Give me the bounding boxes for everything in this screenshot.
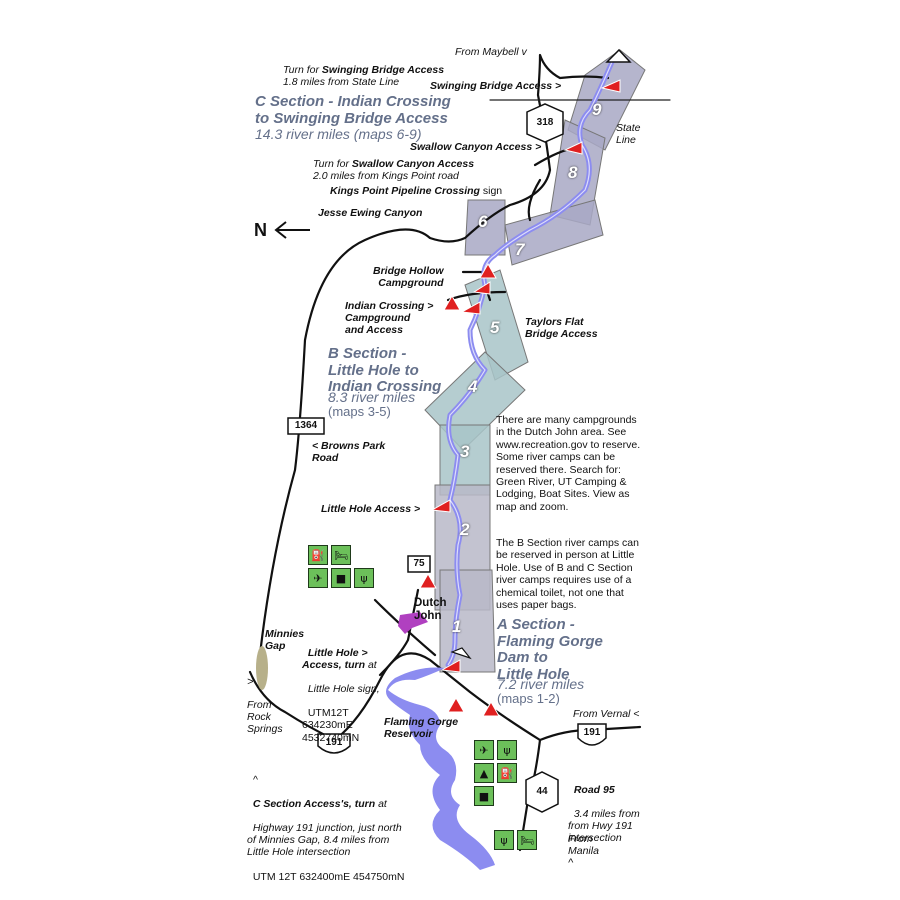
turn-swallow-label: Turn for Swallow Canyon Access 2.0 miles… [313, 158, 475, 183]
fishing-icon: ✈ [308, 568, 328, 588]
shield-44-label: 44 [536, 786, 548, 797]
rock-springs-caret: > [247, 676, 254, 688]
section-b-title: B Section - Little Hole to Indian Crossi… [328, 345, 442, 395]
indian-crossing-label: Indian Crossing > Campground and Access [345, 300, 434, 337]
shield-318-label: 318 [536, 117, 554, 128]
dutch-john-facilities: ⛽ 🛏 ✈ ■ ψ [308, 545, 374, 588]
shield-44 [525, 771, 559, 813]
highway-191 [248, 652, 642, 742]
north-label: N [254, 220, 267, 240]
marker-indian-crossing-b [460, 301, 481, 315]
minnies-gap-label: Minnies Gap [265, 628, 305, 653]
section-c-boxes [464, 49, 646, 266]
turn-swinging-label: Turn for Swinging Bridge Access 1.8 mile… [283, 64, 445, 89]
dutch-john-label: Dutch John [414, 597, 447, 623]
section-a-maps: (maps 1-2) [497, 691, 560, 706]
from-maybell-label: From Maybell v [455, 46, 527, 58]
section-a-title: A Section - Flaming Gorge Dam to Little … [497, 616, 603, 683]
c-access-label: ^ C Section Access's, turn at Highway 19… [247, 774, 405, 883]
section-c-miles: 14.3 river miles (maps 6-9) [255, 126, 422, 142]
food-icon: ψ [497, 740, 517, 760]
map-number-9: 9 [592, 100, 602, 119]
route-shields [287, 103, 607, 813]
section-a-boxes [434, 484, 496, 673]
map-number-8: 8 [568, 163, 578, 182]
reservoir-facilities: ✈ ψ ▲ ⛽ ■ [474, 740, 517, 806]
access-markers [419, 79, 621, 717]
shield-1364 [287, 417, 325, 435]
kings-point-road [527, 178, 542, 222]
rv-icon: ■ [331, 568, 351, 588]
marker-reservoir-a [447, 696, 465, 713]
lodging-icon: 🛏 [331, 545, 351, 565]
shield-191-north-label: 191 [325, 737, 343, 748]
dam-icon [450, 647, 472, 660]
browns-park-road [256, 53, 610, 674]
marker-indian-crossing-a [443, 294, 461, 311]
state-line-label: State Line [616, 122, 641, 147]
marker-bridge-hollow [479, 262, 497, 279]
little-hole-turn-label: Little Hole > Access, turn at Little Hol… [302, 647, 380, 744]
section-b-miles: 8.3 river miles [328, 389, 416, 405]
map-number-2: 2 [460, 520, 470, 539]
little-hole-access-label: Little Hole Access > [321, 503, 421, 515]
food-icon: ψ [354, 568, 374, 588]
rv-icon: ■ [474, 786, 494, 806]
from-vernal-label: From Vernal < [573, 708, 640, 720]
start-icon [605, 48, 632, 63]
manila-facilities: ψ 🛏 [494, 830, 537, 850]
info-paragraph-1: There are many campgrounds in the Dutch … [496, 414, 641, 513]
swallow-canyon-access-label: Swallow Canyon Access > [410, 141, 542, 153]
camping-icon: ▲ [474, 763, 494, 783]
map-number-7: 7 [515, 240, 525, 259]
food-icon: ψ [494, 830, 514, 850]
flaming-gorge-label: Flaming Gorge Reservoir [384, 716, 459, 741]
map-number-5: 5 [490, 318, 500, 337]
manila-caret: ^ [568, 857, 574, 869]
taylors-flat-label: Taylors Flat Bridge Access [525, 316, 598, 341]
jesse-ewing-label: Jesse Ewing Canyon [318, 207, 423, 219]
map-number-1: 1 [452, 617, 462, 636]
bridge-hollow-label: Bridge Hollow Campground [373, 265, 444, 290]
info-paragraph-2: The B Section river camps can be reserve… [496, 537, 639, 611]
browns-park-label: < Browns Park Road [312, 440, 386, 465]
green-river-inner [447, 61, 613, 666]
marker-reservoir-b [482, 700, 500, 717]
road-75 [378, 588, 420, 677]
shield-1364-label: 1364 [294, 420, 318, 431]
marker-swinging-bridge [600, 79, 621, 93]
section-b-maps: (maps 3-5) [328, 404, 391, 419]
lodging-icon: 🛏 [517, 830, 537, 850]
shield-191-north [317, 733, 351, 754]
north-arrow-icon [274, 221, 310, 239]
map-number-4: 4 [468, 377, 478, 396]
fuel-icon: ⛽ [308, 545, 328, 565]
from-manila-label: From Manila [568, 833, 599, 858]
swinging-bridge-access-label: Swinging Bridge Access > [430, 80, 562, 92]
dutch-john-shape [398, 612, 428, 634]
fishing-icon: ✈ [474, 740, 494, 760]
marker-taylors-flat [472, 281, 491, 295]
marker-little-hole [430, 499, 451, 513]
shield-191-east-label: 191 [583, 727, 601, 738]
minnies-gap-shape [256, 646, 268, 690]
map-number-3: 3 [460, 442, 470, 461]
shield-75 [407, 555, 431, 573]
section-a-miles: 7.2 river miles [497, 676, 585, 692]
marker-swallow-canyon [563, 141, 583, 155]
shield-75-label: 75 [413, 558, 425, 569]
section-c-title: C Section - Indian Crossing to Swinging … [255, 93, 451, 127]
shield-191-east [577, 723, 607, 746]
marker-dutch-john [419, 572, 437, 589]
flaming-gorge-reservoir [386, 667, 495, 870]
kings-point-label: Kings Point Pipeline Crossing sign [330, 185, 503, 197]
shield-318 [526, 103, 564, 143]
road-95-label: Road 95 3.4 miles from from Hwy 191 inte… [568, 784, 640, 845]
from-rock-springs-label: From Rock Springs [247, 699, 283, 736]
fuel-icon: ⛽ [497, 763, 517, 783]
map-number-6: 6 [478, 212, 488, 231]
marker-dam [440, 659, 461, 673]
